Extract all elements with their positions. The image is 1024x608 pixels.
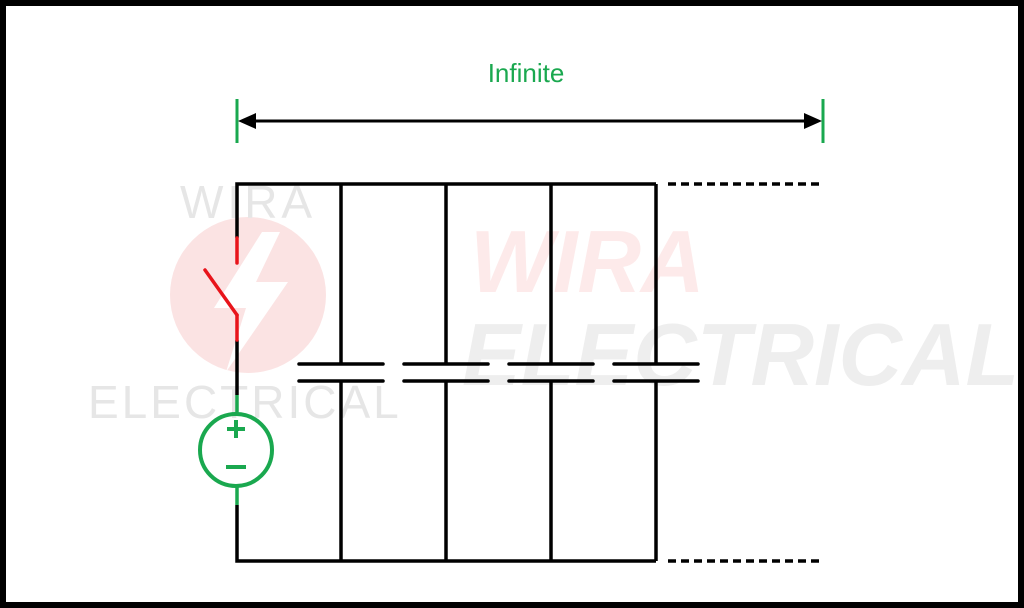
switch bbox=[203, 236, 239, 342]
watermark-large: WIRA ELECTRICAL bbox=[462, 212, 1019, 404]
capacitor-branch-4 bbox=[612, 184, 700, 561]
arrow-right-icon bbox=[804, 113, 822, 129]
watermark-large-bottom: ELECTRICAL bbox=[462, 305, 1019, 404]
wires bbox=[235, 182, 656, 563]
capacitor-branch-2 bbox=[402, 184, 490, 561]
voltage-source bbox=[198, 395, 274, 505]
top-rail-wire bbox=[235, 182, 656, 238]
watermark-large-top: WIRA bbox=[470, 212, 705, 311]
span-label: Infinite bbox=[488, 58, 565, 88]
watermark-bolt-icon bbox=[214, 232, 288, 372]
watermark-logo: WIRA ELECTRICAL bbox=[88, 176, 402, 428]
capacitor-branch-1 bbox=[297, 184, 385, 561]
capacitor-branch-3 bbox=[507, 184, 595, 561]
switch-blade bbox=[203, 268, 239, 317]
bottom-rail-wire bbox=[235, 505, 656, 563]
arrow-left-icon bbox=[238, 113, 256, 129]
watermark-small-bottom: ELECTRICAL bbox=[88, 376, 402, 428]
span-arrow bbox=[235, 99, 825, 143]
